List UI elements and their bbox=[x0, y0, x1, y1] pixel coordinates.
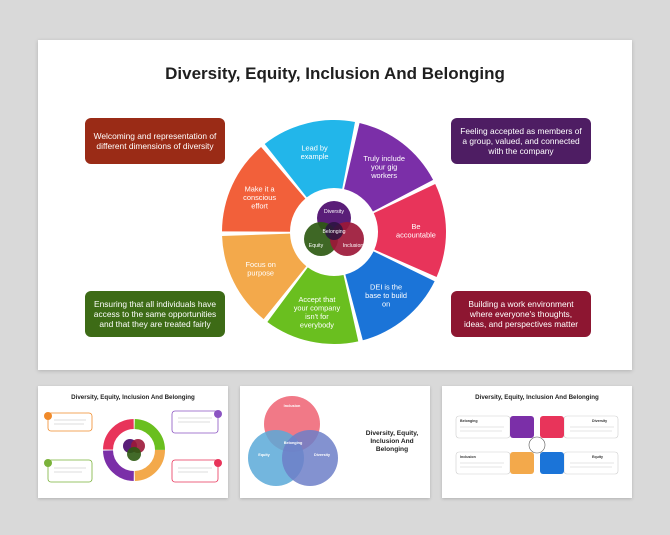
venn-equity-label: Equity bbox=[309, 243, 324, 249]
wheel-segment-label: Lead by bbox=[301, 144, 328, 153]
wheel-segment-label: on bbox=[382, 299, 390, 308]
thumbnail-slide-3[interactable]: Diversity, Equity, Inclusion And Belongi… bbox=[442, 386, 632, 498]
wheel-segment-label: your company bbox=[294, 303, 341, 312]
wheel-segment-label: effort bbox=[251, 202, 268, 211]
inclusion-description-box: Building a work environment where everyo… bbox=[451, 291, 591, 337]
equity-description-box: Ensuring that all individuals have acces… bbox=[85, 291, 225, 337]
thumbnail-1-graphic bbox=[44, 410, 222, 483]
thumb2-inclusion-label: Inclusion bbox=[284, 404, 301, 408]
venn-inclusion-label: Inclusion bbox=[343, 243, 364, 249]
diversity-description: Welcoming and representation of differen… bbox=[93, 131, 217, 151]
thumbnail-2-title: Diversity, Equity, Inclusion And Belongi… bbox=[365, 430, 419, 453]
wheel-segment bbox=[222, 146, 306, 232]
thumbnail-slide-2[interactable]: Inclusion Equity Diversity Belonging Div… bbox=[240, 386, 430, 498]
belonging-description-box: Feeling accepted as members of a group, … bbox=[451, 118, 591, 164]
diversity-description-box: Welcoming and representation of differen… bbox=[85, 118, 225, 164]
main-slide-preview[interactable]: Diversity, Equity, Inclusion And Belongi… bbox=[38, 40, 632, 370]
wheel-segment-label: workers bbox=[370, 171, 397, 180]
thumb2-equity-label: Equity bbox=[258, 453, 270, 457]
thumb2-belonging-label: Belonging bbox=[284, 441, 303, 445]
wheel-segment-label: Focus on bbox=[245, 260, 275, 269]
thumb2-diversity-circle bbox=[282, 430, 338, 486]
belonging-description: Feeling accepted as members of a group, … bbox=[460, 126, 582, 156]
slide-title: Diversity, Equity, Inclusion And Belongi… bbox=[165, 64, 505, 83]
thumb3-belonging-label: Belonging bbox=[460, 419, 478, 423]
venn-diagram: Diversity Belonging Equity Inclusion bbox=[304, 201, 364, 256]
thumb2-diversity-label: Diversity bbox=[314, 453, 331, 457]
wheel-segment-label: accountable bbox=[396, 231, 436, 240]
thumbnail-3-title: Diversity, Equity, Inclusion And Belongi… bbox=[475, 394, 599, 401]
thumb3-diversity-label: Diversity bbox=[592, 419, 607, 423]
venn-diversity-label: Diversity bbox=[324, 209, 344, 215]
wheel-segment-label: isn't for bbox=[305, 312, 329, 321]
wheel-segment bbox=[222, 233, 307, 320]
equity-description: Ensuring that all individuals have acces… bbox=[93, 299, 217, 329]
wheel-segment bbox=[264, 120, 355, 198]
wheel-segment-label: base to build bbox=[365, 291, 407, 300]
wheel-segment-label: Be bbox=[411, 222, 420, 231]
venn-belonging-circle bbox=[325, 222, 343, 240]
thumbnail-slide-1[interactable]: Diversity, Equity, Inclusion And Belongi… bbox=[38, 386, 228, 498]
thumb3-equity-label: Equity bbox=[592, 455, 603, 459]
wheel-segment-label: conscious bbox=[243, 193, 276, 202]
thumbnail-2-graphic: Inclusion Equity Diversity Belonging bbox=[248, 396, 338, 486]
thumbnail-1-title: Diversity, Equity, Inclusion And Belongi… bbox=[71, 394, 195, 401]
wheel-segment bbox=[267, 267, 359, 344]
wheel-segment-label: everybody bbox=[300, 320, 334, 329]
wheel-segment-label: DEI is the bbox=[370, 282, 402, 291]
wheel-segment-label: Accept that bbox=[298, 295, 335, 304]
wheel-segment-label: purpose bbox=[247, 268, 274, 277]
wheel-segment bbox=[373, 184, 446, 277]
inclusion-description: Building a work environment where everyo… bbox=[463, 299, 579, 329]
thumbnail-3-graphic: Belonging Diversity Inclusion Equity bbox=[455, 415, 619, 475]
wheel-segment-label: Make it a bbox=[245, 185, 276, 194]
wheel-segment bbox=[344, 122, 434, 212]
venn-belonging-label: Belonging bbox=[322, 229, 345, 235]
wheel-segment bbox=[345, 251, 435, 341]
wheel-segment-label: your gig bbox=[371, 163, 397, 172]
wheel-segment-label: Truly include bbox=[363, 154, 405, 163]
wheel-segment-label: example bbox=[301, 152, 329, 161]
thumb3-inclusion-label: Inclusion bbox=[460, 455, 476, 459]
